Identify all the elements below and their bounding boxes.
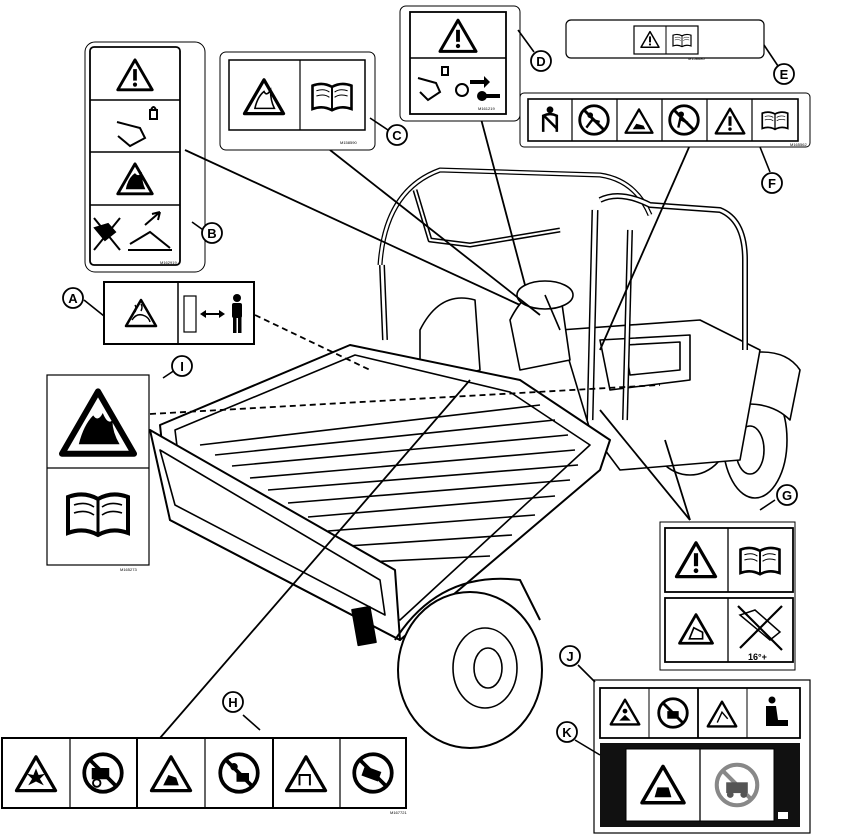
operator-manual-icon — [739, 546, 781, 576]
callout-h: H — [222, 691, 244, 713]
decal-k — [600, 743, 800, 827]
fire-hazard-icon — [242, 78, 286, 116]
svg-text:J: J — [566, 649, 573, 664]
decal-d: M161219 — [399, 5, 521, 122]
callout-k: K — [556, 721, 578, 743]
callout-b: B — [201, 222, 223, 244]
tipover-hazard-icon — [640, 764, 686, 805]
decal-g: 16°+ — [659, 521, 796, 671]
svg-text:B: B — [207, 226, 216, 241]
svg-text:I: I — [180, 359, 184, 374]
crush-hazard-icon — [149, 755, 193, 793]
svg-text:M161219: M161219 — [478, 106, 495, 111]
callout-a: A — [62, 287, 84, 309]
rollover-icon — [624, 108, 654, 134]
svg-text:H: H — [228, 695, 237, 710]
svg-text:M158590: M158590 — [340, 140, 357, 145]
callout-j: J — [559, 645, 581, 667]
callout-e: E — [773, 63, 795, 85]
fire-hazard-icon — [116, 162, 154, 196]
svg-text:M165562: M165562 — [790, 142, 807, 147]
svg-text:D: D — [536, 54, 545, 69]
svg-text:M167721: M167721 — [390, 810, 407, 815]
decal-a — [103, 281, 255, 345]
callout-i: I — [171, 355, 193, 377]
no-ignition-icon — [93, 211, 172, 251]
safe-distance-arrow-icon — [200, 310, 225, 318]
decal-b: M162919 — [84, 41, 206, 273]
decal-h: M167721 — [1, 737, 407, 815]
parking-brake-icon — [116, 106, 158, 148]
no-steep-slope-icon — [737, 605, 783, 651]
key-removal-icon — [455, 76, 500, 101]
tipover-hazard-icon — [284, 755, 328, 793]
callout-f: F — [761, 172, 783, 194]
seatbelt-icon — [541, 106, 559, 132]
no-riders-icon — [578, 104, 610, 136]
operator-manual-icon — [66, 492, 130, 537]
utility-vehicle-illustration — [149, 167, 801, 749]
leader-lines — [149, 114, 691, 739]
svg-text:C: C — [392, 128, 402, 143]
callout-g: G — [776, 484, 798, 506]
svg-text:16°+: 16°+ — [748, 652, 767, 662]
svg-text:F: F — [768, 176, 776, 191]
no-bystanders-icon — [218, 752, 260, 794]
decal-f: M165562 — [519, 92, 811, 148]
no-passenger-on-vehicle-icon — [714, 762, 760, 808]
person-icon — [232, 294, 242, 333]
hot-surface-icon — [124, 298, 158, 328]
fire-hazard-icon — [62, 391, 134, 453]
parking-brake-icon — [417, 66, 449, 102]
decal-e: M158680 — [565, 19, 765, 61]
svg-text:E: E — [780, 67, 789, 82]
no-riding-in-bed-icon — [657, 697, 689, 729]
operator-manual-icon — [761, 111, 789, 131]
callout-d: D — [530, 50, 552, 72]
explosion-icon — [14, 755, 58, 793]
operator-manual-icon — [672, 33, 692, 48]
crush-hazard-icon — [609, 698, 641, 726]
callout-c: C — [386, 124, 408, 146]
seated-operator-icon — [766, 696, 788, 726]
svg-text:G: G — [782, 488, 792, 503]
no-smoking-fueling-icon — [82, 752, 124, 794]
operator-manual-icon — [311, 82, 353, 112]
decal-c: M158590 — [219, 51, 376, 151]
svg-text:A: A — [68, 291, 78, 306]
decal-i: M165273 — [46, 374, 150, 572]
no-towing-icon — [352, 752, 394, 794]
svg-text:M158680: M158680 — [688, 56, 705, 61]
no-passenger-icon — [668, 104, 700, 136]
rollover-icon — [678, 613, 714, 645]
svg-text:M162919: M162919 — [160, 260, 177, 265]
svg-text:K: K — [562, 725, 572, 740]
fall-hazard-icon — [706, 700, 738, 728]
svg-text:M165273: M165273 — [120, 567, 137, 572]
